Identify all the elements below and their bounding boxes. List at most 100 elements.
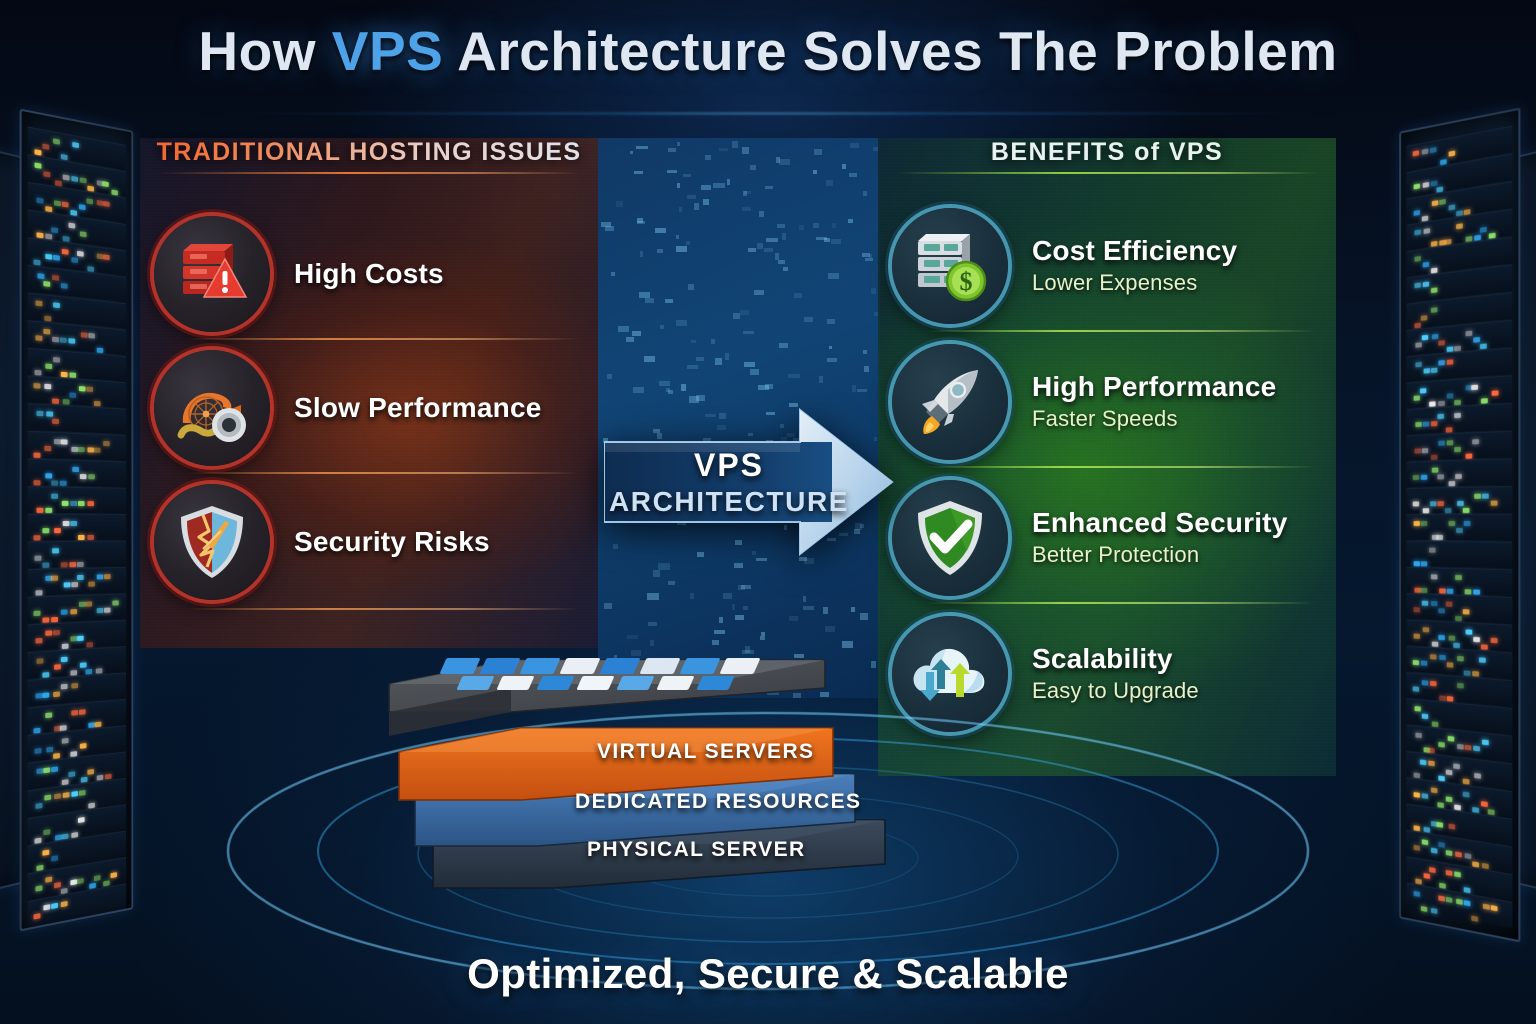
- rack-led: [1464, 900, 1471, 906]
- issue-label: Slow Performance: [294, 393, 542, 423]
- rack-led: [111, 872, 117, 878]
- rack-led: [34, 259, 41, 265]
- rack-led: [1432, 334, 1438, 340]
- digital-dot: [816, 237, 827, 240]
- rack-unit: [1407, 486, 1513, 513]
- digital-dot: [765, 186, 773, 189]
- rack-led: [71, 447, 78, 452]
- rack-led: [94, 448, 100, 453]
- rack-led: [1430, 681, 1436, 686]
- digital-dot: [686, 241, 690, 245]
- rack-led: [35, 803, 42, 809]
- rack-led: [104, 608, 110, 613]
- rack-led: [52, 548, 59, 553]
- benefit-row-high-performance[interactable]: High Performance Faster Speeds: [892, 344, 1322, 460]
- digital-dot: [826, 180, 833, 186]
- benefit-row-cost-efficiency[interactable]: $ Cost Efficiency Lower Expenses: [892, 208, 1322, 324]
- rack-led: [1414, 521, 1420, 526]
- rack-led: [35, 885, 42, 891]
- digital-dot: [690, 593, 694, 599]
- digital-dot: [691, 340, 697, 343]
- rack-led: [52, 275, 59, 281]
- rack-led: [36, 335, 43, 341]
- rack-led: [70, 609, 77, 614]
- rack-led: [1424, 368, 1430, 373]
- rack-led: [77, 636, 84, 641]
- rack-led: [88, 722, 95, 728]
- issue-label: High Costs: [294, 259, 444, 289]
- digital-dot: [677, 142, 681, 146]
- rack-led: [46, 712, 53, 718]
- rack-led: [43, 850, 50, 856]
- rack-led: [1415, 282, 1421, 288]
- svg-text:$: $: [960, 267, 973, 296]
- digital-dot: [794, 293, 801, 298]
- digital-dot: [842, 164, 846, 168]
- rack-led: [1438, 842, 1445, 848]
- rack-unit: [27, 431, 126, 461]
- rack-led: [54, 439, 61, 444]
- digital-dot: [611, 272, 615, 275]
- digital-dot: [783, 267, 788, 271]
- rack-led: [1437, 802, 1444, 808]
- rack-led: [87, 501, 94, 506]
- rack-led: [1447, 696, 1454, 702]
- benefit-row-scalability[interactable]: Scalability Easy to Upgrade: [892, 616, 1322, 732]
- rack-led: [1465, 853, 1472, 859]
- benefit-text: Scalability Easy to Upgrade: [1008, 644, 1199, 704]
- rack-led: [61, 657, 68, 662]
- digital-dot: [827, 358, 837, 362]
- rack-led: [35, 638, 42, 643]
- rack-led: [1481, 398, 1488, 403]
- rack-led: [1431, 848, 1437, 854]
- rack-led: [1431, 268, 1437, 274]
- rack-led: [79, 602, 86, 607]
- benefit-row-enhanced-security[interactable]: Enhanced Security Better Protection: [892, 480, 1322, 596]
- rack-unit: [27, 567, 126, 596]
- rack-led: [1430, 654, 1436, 659]
- snail-turbine-icon: [154, 350, 270, 466]
- rack-led: [104, 441, 110, 446]
- rack-led: [79, 204, 86, 210]
- issue-row-slow-performance[interactable]: Slow Performance: [154, 350, 584, 466]
- rack-led: [104, 574, 110, 579]
- rack-led: [1456, 528, 1463, 533]
- rack-led: [79, 790, 86, 796]
- rack-led: [1430, 501, 1436, 506]
- rack-led: [1464, 589, 1471, 594]
- rack-led: [1422, 448, 1428, 453]
- digital-dot: [860, 613, 867, 620]
- digital-dot: [703, 199, 709, 205]
- rack-led: [1455, 852, 1462, 858]
- digital-dot: [715, 358, 722, 365]
- rack-led: [1440, 655, 1447, 660]
- rack-led: [1431, 287, 1437, 293]
- vps-architecture-arrow[interactable]: VPS ARCHITECTURE: [604, 408, 894, 556]
- rack-led: [1472, 916, 1479, 922]
- rack-led: [1431, 574, 1437, 579]
- digital-dot: [734, 563, 743, 569]
- digital-dot: [711, 339, 715, 344]
- rack-led: [80, 474, 87, 479]
- issue-row-high-costs[interactable]: High Costs: [154, 216, 584, 332]
- rack-led: [1428, 748, 1434, 754]
- rack-led: [1431, 368, 1437, 373]
- rack-led: [1446, 662, 1453, 667]
- rack-led: [71, 710, 78, 716]
- digital-dot: [668, 148, 676, 152]
- digital-dot: [813, 170, 818, 174]
- digital-dot: [788, 374, 800, 378]
- issue-row-security-risks[interactable]: Security Risks: [154, 484, 584, 600]
- rack-led: [43, 528, 50, 533]
- rack-led: [51, 903, 58, 909]
- digital-dot: [648, 622, 657, 626]
- digital-dot: [681, 384, 686, 391]
- rack-led: [37, 508, 44, 513]
- rack-led: [63, 399, 70, 404]
- rack-led: [72, 467, 79, 472]
- rack-led: [1414, 561, 1420, 566]
- rack-led: [1437, 501, 1444, 506]
- digital-dot: [719, 617, 723, 623]
- issue-text: High Costs: [270, 259, 444, 289]
- rack-led: [1465, 454, 1472, 459]
